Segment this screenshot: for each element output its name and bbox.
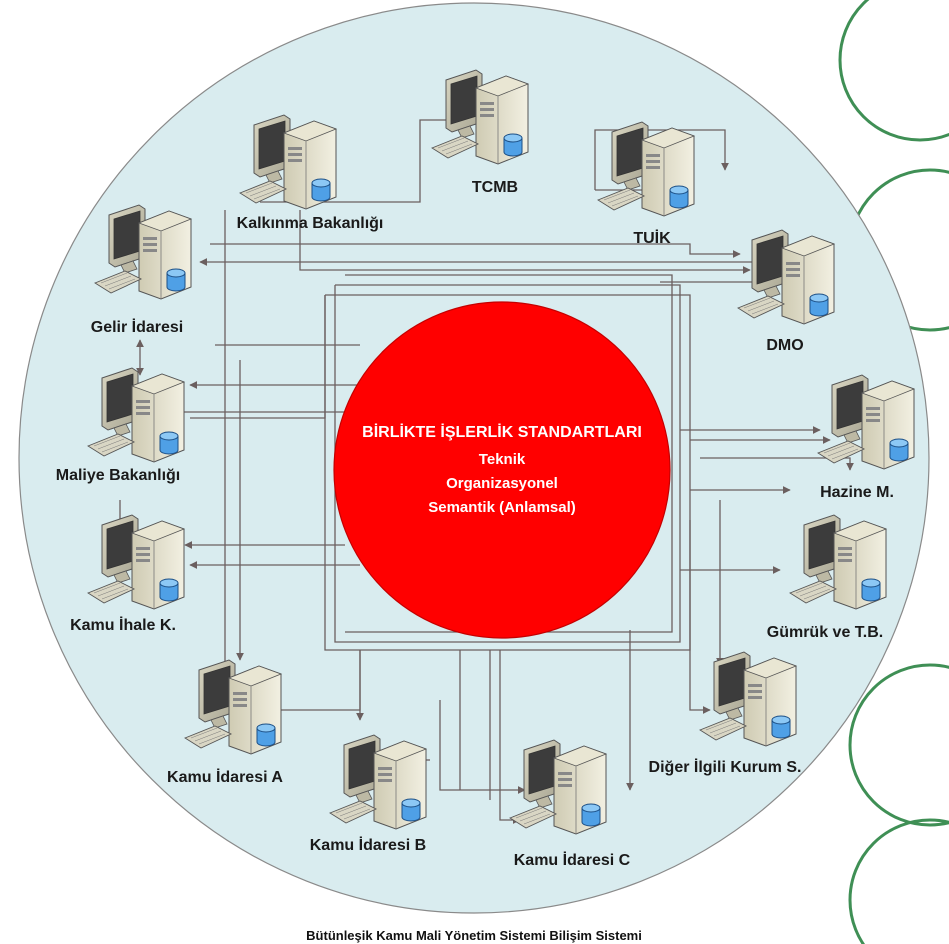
side-ring-3 — [848, 663, 949, 827]
node-label: Kamu İhale K. — [70, 616, 176, 634]
diagram-caption: Bütünleşik Kamu Mali Yönetim Sistemi Bil… — [306, 928, 642, 943]
standards-circle — [333, 301, 671, 639]
computer-server-icon — [509, 739, 607, 835]
node-label: Gümrük ve T.B. — [767, 624, 883, 641]
computer-server-icon — [184, 659, 282, 755]
standards-title: BİRLİKTE İŞLERLİK STANDARTLARI — [362, 423, 642, 441]
connector-lines — [119, 116, 854, 824]
standards-hub: BİRLİKTE İŞLERLİK STANDARTLARI Teknik Or… — [333, 301, 671, 639]
node-label: TUİK — [633, 229, 671, 247]
node-label: Kalkınma Bakanlığı — [237, 215, 384, 232]
computer-server-icon — [699, 651, 797, 747]
node-hazine: Hazine M. — [817, 374, 915, 501]
side-ring-4 — [848, 818, 949, 944]
node-label: TCMB — [472, 179, 518, 196]
computer-server-icon — [94, 204, 192, 300]
computer-server-icon — [239, 114, 337, 210]
node-gumruk: Gümrük ve T.B. — [767, 514, 887, 641]
node-label: Kamu İdaresi A — [167, 768, 283, 786]
computer-server-icon — [817, 374, 915, 470]
computer-server-icon — [329, 734, 427, 830]
node-label: Hazine M. — [820, 484, 894, 501]
node-label: Kamu İdaresi C — [514, 851, 631, 869]
node-kamu-idaresi-b: Kamu İdaresi B — [310, 734, 427, 854]
node-kalkinma: Kalkınma Bakanlığı — [237, 114, 384, 232]
node-label: Gelir İdaresi — [91, 318, 184, 336]
computer-server-icon — [87, 514, 185, 610]
node-dmo: DMO — [737, 229, 835, 354]
standard-organizational: Organizasyonel — [446, 475, 558, 492]
computer-server-icon — [87, 367, 185, 463]
node-kamu-idaresi-c: Kamu İdaresi C — [509, 739, 631, 869]
node-kik: Kamu İhale K. — [70, 514, 185, 634]
standard-technical: Teknik — [479, 451, 526, 468]
node-label: Diğer İlgili Kurum S. — [649, 758, 802, 776]
computer-server-icon — [597, 121, 695, 217]
computer-server-icon — [431, 69, 529, 165]
computer-server-icon — [789, 514, 887, 610]
computer-server-icon — [737, 229, 835, 325]
node-label: Maliye Bakanlığı — [56, 467, 181, 484]
side-ring-1 — [838, 0, 949, 142]
node-label: Kamu İdaresi B — [310, 836, 426, 854]
node-kamu-idaresi-a: Kamu İdaresi A — [167, 659, 283, 786]
node-label: DMO — [766, 337, 803, 354]
node-gelir: Gelir İdaresi — [91, 204, 192, 336]
node-tcmb: TCMB — [431, 69, 529, 196]
standard-semantic: Semantik (Anlamsal) — [428, 499, 576, 516]
node-tuik: TUİK — [597, 121, 695, 247]
node-diger: Diğer İlgili Kurum S. — [649, 651, 802, 776]
node-maliye: Maliye Bakanlığı — [56, 367, 185, 484]
